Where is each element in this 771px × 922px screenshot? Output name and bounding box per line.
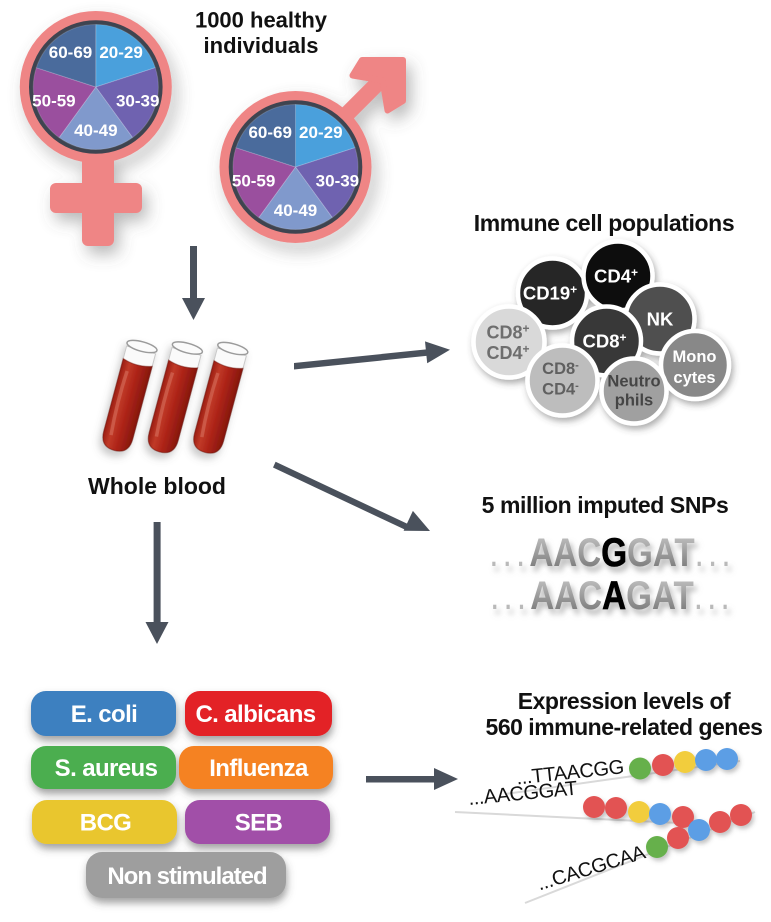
svg-text:SEB: SEB [235, 810, 283, 837]
svg-text:Immune cell populations: Immune cell populations [474, 210, 734, 236]
svg-text:60-69: 60-69 [248, 123, 291, 142]
svg-text:20-29: 20-29 [299, 123, 342, 142]
svg-text:C. albicans: C. albicans [195, 701, 315, 728]
svg-text:Neutro: Neutro [607, 373, 660, 391]
svg-text:cytes: cytes [673, 369, 715, 387]
svg-text:E. coli: E. coli [71, 701, 138, 728]
svg-text:5 million imputed SNPs: 5 million imputed SNPs [482, 492, 729, 518]
svg-text:Expression levels of: Expression levels of [518, 688, 731, 714]
svg-text:Mono: Mono [673, 348, 717, 366]
svg-text:Influenza: Influenza [209, 755, 309, 782]
svg-text:individuals: individuals [204, 33, 319, 58]
svg-text:50-59: 50-59 [232, 171, 275, 190]
svg-text:CD4+: CD4+ [486, 342, 529, 363]
svg-text:phils: phils [615, 392, 654, 410]
svg-text:50-59: 50-59 [32, 91, 75, 110]
svg-text:...AACAGAT...: ...AACAGAT... [490, 573, 734, 618]
svg-text:...CACGCAA: ...CACGCAA [535, 841, 649, 895]
svg-text:...AACGGAT...: ...AACGGAT... [489, 530, 735, 575]
svg-text:NK: NK [647, 309, 674, 330]
svg-text:60-69: 60-69 [49, 43, 92, 62]
svg-text:Non stimulated: Non stimulated [107, 863, 267, 890]
svg-text:30-39: 30-39 [116, 91, 159, 110]
svg-text:CD4+: CD4+ [594, 266, 638, 287]
svg-text:20-29: 20-29 [99, 43, 142, 62]
svg-text:CD19+: CD19+ [523, 283, 577, 304]
svg-text:40-49: 40-49 [74, 121, 117, 140]
svg-text:S. aureus: S. aureus [55, 755, 158, 782]
svg-text:CD8-: CD8- [542, 360, 579, 379]
svg-text:CD4-: CD4- [542, 380, 579, 399]
svg-text:CD8+: CD8+ [486, 322, 529, 343]
svg-text:40-49: 40-49 [274, 201, 317, 220]
svg-text:1000 healthy: 1000 healthy [195, 8, 328, 33]
svg-text:30-39: 30-39 [316, 171, 359, 190]
svg-text:CD8+: CD8+ [582, 331, 626, 352]
svg-text:...AACGGAT: ...AACGGAT [467, 778, 578, 810]
svg-text:560 immune-related genes: 560 immune-related genes [486, 714, 763, 740]
svg-text:Whole blood: Whole blood [88, 473, 226, 499]
svg-text:BCG: BCG [80, 810, 132, 837]
